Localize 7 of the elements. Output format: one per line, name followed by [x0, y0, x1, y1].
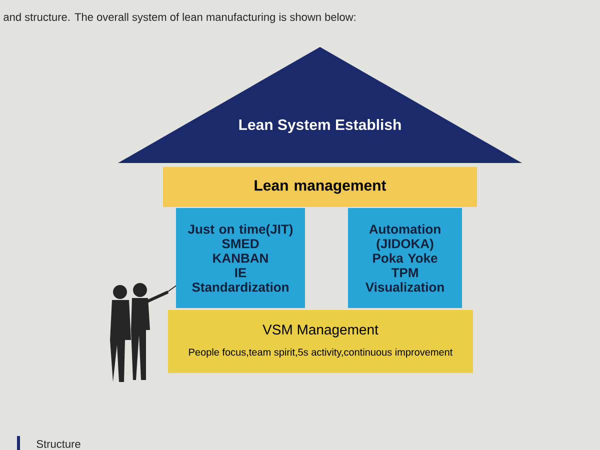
foundation-box: VSM Management People focus,team spirit,5s activity,continuous improvement: [168, 310, 473, 373]
intro-text: and structure. The overall system of lean manufacturing is shown below:: [4, 12, 356, 24]
pillar-box: Automation (JIDOKA) Poka Yoke TPM Visualization: [348, 208, 462, 308]
section-heading: Structure: [36, 440, 80, 448]
pillar-box: Just on time(JIT) SMED KANBAN IE Standardization: [176, 208, 305, 308]
beam-bar: Lean management: [163, 167, 477, 207]
roof-triangle: Lean System Establish: [118, 47, 522, 163]
